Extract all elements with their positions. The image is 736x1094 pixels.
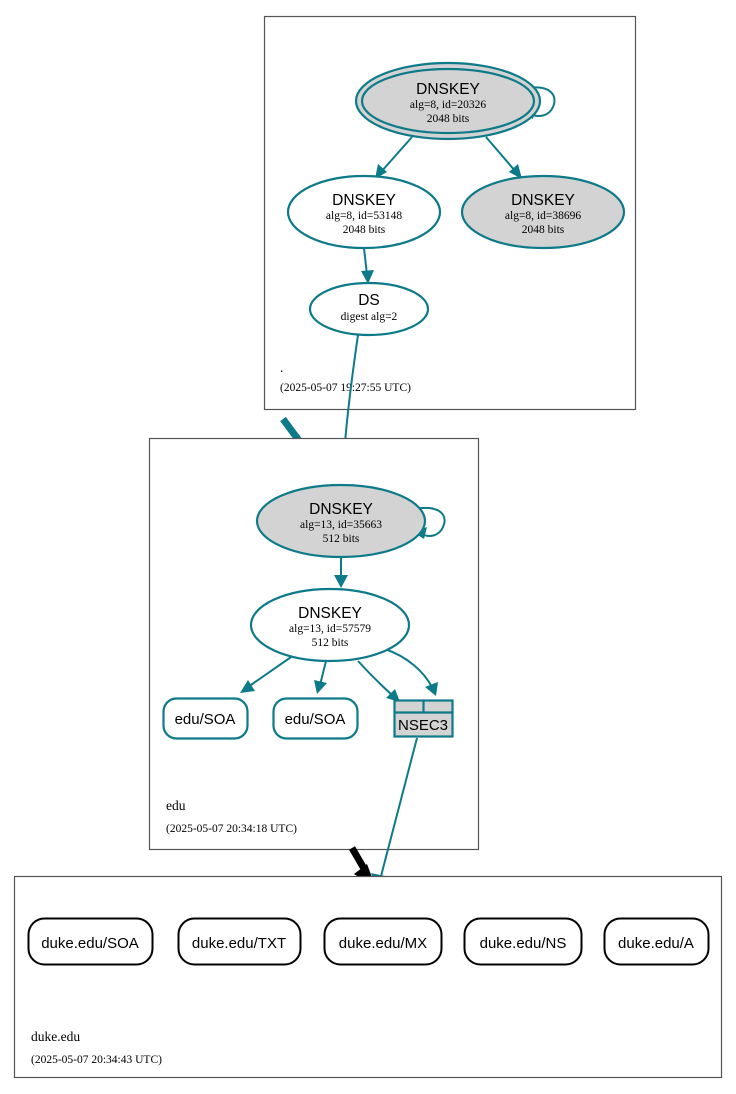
node-duke-edu-txt[interactable]: duke.edu/TXT (177, 917, 302, 966)
node-edu-soa-2[interactable]: edu/SOA (272, 697, 359, 740)
node-line2: alg=8, id=53148 (326, 210, 402, 222)
node-title: edu/SOA (175, 711, 236, 728)
edge-root-ksk-to-zsk53148 (375, 136, 413, 179)
node-title: DNSKEY (309, 501, 373, 518)
zone-duke-edu-border (13, 875, 723, 1079)
node-edu-soa-1[interactable]: edu/SOA (162, 697, 249, 740)
edge-edu-zsk-to-nsec3-a (357, 660, 400, 702)
node-duke-edu-soa[interactable]: duke.edu/SOA (27, 917, 154, 966)
edge-edu-ksk-to-zsk (334, 557, 348, 588)
node-title: DNSKEY (298, 605, 362, 622)
edge-edu-zsk-to-soa2 (314, 660, 327, 694)
edge-edu-zsk-to-nsec3-b (384, 648, 438, 696)
node-line2: alg=8, id=20326 (410, 99, 486, 111)
zone-duke-edu-label: duke.edu (31, 1029, 80, 1044)
node-title: DS (358, 292, 380, 309)
node-title: DNSKEY (511, 192, 575, 209)
node-title: duke.edu/MX (339, 935, 427, 952)
node-duke-edu-mx[interactable]: duke.edu/MX (323, 917, 443, 966)
node-line2: alg=8, id=38696 (505, 210, 581, 222)
node-title: duke.edu/SOA (41, 935, 139, 952)
node-title: duke.edu/TXT (192, 935, 286, 952)
zone-duke-edu-timestamp: (2025-05-07 20:34:43 UTC) (31, 1054, 162, 1066)
node-duke-edu-ns[interactable]: duke.edu/NS (463, 917, 583, 966)
node-root-dnskey-53148[interactable]: DNSKEY alg=8, id=53148 2048 bits (286, 174, 442, 250)
node-title: edu/SOA (285, 711, 346, 728)
edge-root-ksk-to-key38696 (485, 136, 522, 179)
edge-zsk53148-to-ds (361, 247, 374, 284)
node-edu-dnskey-57579[interactable]: DNSKEY alg=13, id=57579 512 bits (249, 587, 411, 663)
zone-root-timestamp: (2025-05-07 19:27:55 UTC) (280, 382, 411, 394)
node-line3: 2048 bits (522, 224, 565, 236)
node-line3: 512 bits (312, 637, 349, 649)
zone-root: DNSKEY alg=8, id=20326 2048 bits DNSKEY … (263, 15, 637, 411)
node-line2: digest alg=2 (341, 311, 398, 323)
zone-edu-timestamp: (2025-05-07 20:34:18 UTC) (166, 823, 297, 835)
node-duke-edu-a[interactable]: duke.edu/A (603, 917, 710, 966)
zone-edu-label: edu (166, 798, 186, 813)
edge-edu-zsk-to-soa1 (240, 654, 295, 693)
zone-edu: DNSKEY alg=13, id=35663 512 bits DNSKEY … (148, 437, 480, 851)
zone-root-label: . (280, 360, 283, 375)
node-root-ds[interactable]: DS digest alg=2 (308, 281, 430, 337)
node-line3: 2048 bits (427, 113, 470, 125)
node-line2: alg=13, id=35663 (300, 519, 382, 531)
node-line2: alg=13, id=57579 (289, 623, 371, 635)
node-title: duke.edu/A (618, 935, 694, 952)
node-title: DNSKEY (416, 81, 480, 98)
node-line3: 2048 bits (343, 224, 386, 236)
node-edu-nsec3[interactable]: NSEC3 (393, 699, 454, 738)
zone-duke-edu: duke.edu/SOA duke.edu/TXT duke.edu/MX du… (13, 875, 723, 1079)
node-edu-dnskey-35663[interactable]: DNSKEY alg=13, id=35663 512 bits (255, 483, 427, 559)
node-title: NSEC3 (398, 717, 448, 734)
node-title: duke.edu/NS (480, 935, 567, 952)
node-line3: 512 bits (323, 533, 360, 545)
node-root-ksk-dnskey-20326[interactable]: DNSKEY alg=8, id=20326 2048 bits (354, 61, 542, 141)
node-root-dnskey-38696[interactable]: DNSKEY alg=8, id=38696 2048 bits (460, 174, 626, 250)
node-title: DNSKEY (332, 192, 396, 209)
